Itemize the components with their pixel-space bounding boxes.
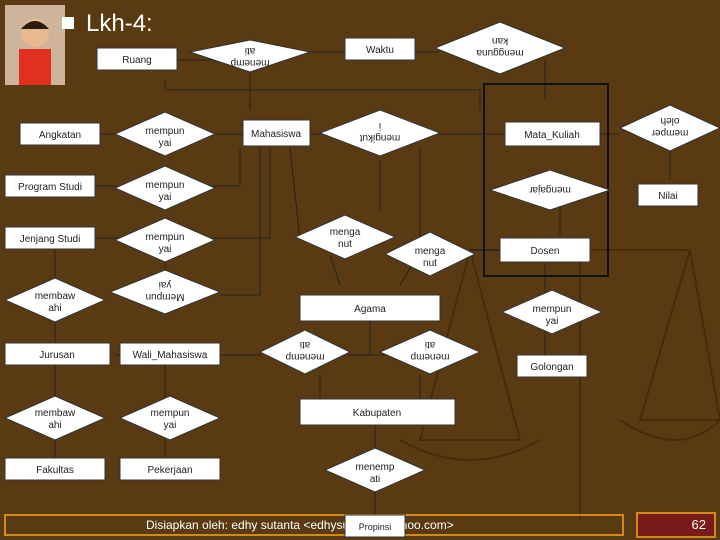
svg-text:Agama: Agama (354, 304, 386, 315)
rel-menempati-top: menemp ati (188, 39, 312, 73)
portrait-photo (5, 5, 65, 85)
svg-text:oleh: oleh (661, 115, 680, 126)
rel-mempunyai-jenjang: mempun yai (113, 217, 217, 263)
svg-text:membaw: membaw (35, 291, 76, 302)
svg-text:Dosen: Dosen (531, 246, 560, 257)
svg-text:kan: kan (492, 35, 508, 46)
svg-text:ahi: ahi (48, 420, 61, 431)
svg-text:memper: memper (651, 127, 688, 138)
svg-text:Mahasiswa: Mahasiswa (251, 129, 301, 140)
entity-fakultas: Fakultas (4, 457, 106, 481)
svg-text:Ruang: Ruang (122, 55, 151, 66)
svg-text:menemp: menemp (285, 351, 324, 362)
svg-text:nut: nut (338, 239, 352, 250)
svg-text:mengguna: mengguna (476, 47, 524, 58)
entity-nilai: Nilai (637, 183, 699, 207)
rel-menempati-mid-right: menemp ati (378, 329, 482, 375)
rel-memperoleh: memper oleh (618, 104, 720, 152)
slide-title: Lkh-4: (86, 10, 153, 37)
entity-kabupaten: Kabupaten (299, 398, 456, 426)
entity-golongan: Golongan (516, 354, 588, 378)
entity-mahasiswa: Mahasiswa (242, 119, 311, 147)
rel-mempunyai-dosen: mempun yai (500, 289, 604, 335)
entity-pekerjaan: Pekerjaan (119, 457, 221, 481)
entity-jurusan: Jurusan (4, 342, 111, 366)
svg-text:mengikut: mengikut (359, 132, 400, 143)
rel-membawahi-1: membaw ahi (3, 277, 107, 323)
rel-mempunyai-wali: mempun yai (118, 395, 222, 441)
svg-text:i: i (379, 120, 381, 131)
entity-mata-kuliah: Mata_Kuliah (504, 121, 601, 147)
svg-text:menemp: menemp (410, 351, 449, 362)
svg-text:mempun: mempun (151, 408, 190, 419)
slide-footer: Disiapkan oleh: edhy sutanta <edhysutant… (4, 514, 624, 536)
svg-text:menga: menga (415, 246, 446, 257)
rel-mempunyai-prodi: mempun yai (113, 165, 217, 211)
entity-agama: Agama (299, 294, 441, 322)
highlight-frame (483, 83, 609, 277)
rel-mempunyai-angkatan: mempun yai (113, 111, 217, 157)
svg-text:yai: yai (159, 138, 172, 149)
rel-mengikuti: mengikut i (318, 109, 442, 157)
svg-text:Kabupaten: Kabupaten (353, 408, 401, 419)
svg-text:Waktu: Waktu (366, 45, 394, 56)
svg-text:mempun: mempun (533, 304, 572, 315)
svg-text:membaw: membaw (35, 408, 76, 419)
rel-mengajar: mengajar (488, 169, 612, 211)
svg-text:nut: nut (423, 258, 437, 269)
svg-text:mengajar: mengajar (528, 184, 570, 195)
rel-menganut-2: menga nut (383, 231, 477, 277)
svg-text:Mempun: Mempun (146, 291, 185, 302)
page-number: 62 (636, 512, 716, 538)
svg-text:ahi: ahi (48, 303, 61, 314)
svg-text:ati: ati (300, 339, 311, 350)
svg-text:Angkatan: Angkatan (39, 130, 81, 141)
svg-text:mempun: mempun (146, 232, 185, 243)
entity-dosen: Dosen (499, 237, 591, 263)
svg-text:mempun: mempun (146, 180, 185, 191)
rel-menempati-mid-left: menemp ati (258, 329, 352, 375)
svg-text:Fakultas: Fakultas (36, 465, 74, 476)
svg-text:yai: yai (159, 192, 172, 203)
entity-angkatan: Angkatan (19, 122, 101, 146)
svg-text:Program Studi: Program Studi (18, 182, 82, 193)
rel-menggunakan: mengguna kan (433, 21, 567, 75)
rel-menganut-1: menga nut (293, 214, 397, 260)
svg-text:Golongan: Golongan (530, 362, 573, 373)
svg-text:ati: ati (245, 45, 256, 56)
rel-mempunyai-membawahi: Mempun yai (108, 269, 222, 315)
svg-text:menemp: menemp (230, 57, 269, 68)
svg-text:Jenjang Studi: Jenjang Studi (20, 234, 81, 245)
svg-text:Jurusan: Jurusan (39, 350, 75, 361)
entity-program-studi: Program Studi (4, 174, 96, 198)
svg-text:mempun: mempun (146, 126, 185, 137)
svg-text:Nilai: Nilai (658, 191, 677, 202)
svg-text:Wali_Mahasiswa: Wali_Mahasiswa (133, 350, 208, 361)
svg-text:ati: ati (425, 339, 436, 350)
svg-text:yai: yai (164, 420, 177, 431)
svg-text:menemp: menemp (356, 462, 395, 473)
entity-jenjang-studi: Jenjang Studi (4, 226, 96, 250)
svg-text:ati: ati (370, 474, 381, 485)
entity-wali-mahasiswa: Wali_Mahasiswa (119, 342, 221, 366)
svg-text:Pekerjaan: Pekerjaan (147, 465, 192, 476)
bullet-square-icon (62, 17, 74, 29)
entity-waktu: Waktu (344, 37, 416, 61)
entity-ruang: Ruang (96, 47, 178, 71)
svg-text:yai: yai (546, 316, 559, 327)
svg-text:yai: yai (159, 244, 172, 255)
svg-text:menga: menga (330, 227, 361, 238)
rel-membawahi-2: membaw ahi (3, 395, 107, 441)
rel-menempati-bottom: menemp ati (323, 447, 427, 493)
svg-text:yai: yai (159, 279, 172, 290)
svg-text:Mata_Kuliah: Mata_Kuliah (524, 130, 580, 141)
